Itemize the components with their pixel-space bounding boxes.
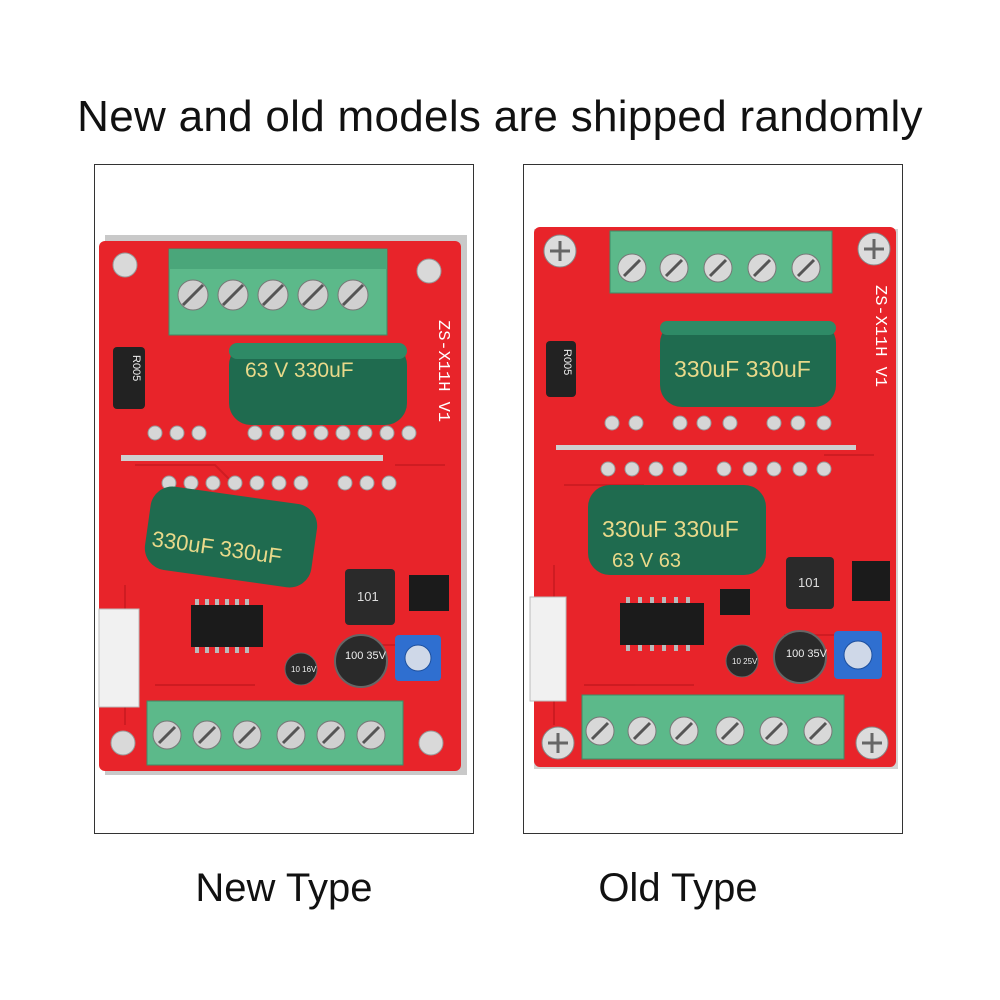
new-mosfet-ic: [409, 575, 449, 611]
old-mosfet-ic: [852, 561, 890, 601]
new-top-terminal-block: [168, 248, 388, 336]
svg-text:100 35V: 100 35V: [786, 648, 828, 660]
old-tiny-capacitor: 10 25V: [725, 644, 759, 678]
svg-text:63 V 63: 63 V 63: [612, 550, 681, 572]
old-bottom-capacitor: 330uF 330uF 63 V 63: [588, 485, 766, 575]
old-bottom-terminal-block: [581, 694, 845, 760]
new-type-caption: New Type: [195, 866, 373, 910]
old-type-photo-frame: ZS-X11H V1 R005 330uF 330uF 330uF 330uF …: [523, 164, 903, 834]
new-small-capacitor: 100 35V: [334, 634, 388, 688]
new-bottom-terminal-block: [146, 700, 404, 766]
old-small-capacitor: 100 35V: [773, 630, 828, 684]
new-inductor: [345, 569, 395, 625]
old-type-board-image: ZS-X11H V1 R005 330uF 330uF 330uF 330uF …: [529, 227, 898, 769]
old-top-capacitor: 330uF 330uF: [660, 321, 836, 407]
new-type-photo-frame: ZS-X11H V1 R005 63 V 330uF 330uF 330uF: [94, 164, 474, 834]
svg-text:101: 101: [357, 589, 379, 604]
new-driver-ic: [191, 605, 263, 647]
old-resistor: [546, 341, 576, 397]
svg-text:R005: R005: [561, 349, 573, 375]
old-driver-ic: [620, 603, 704, 645]
headline: New and old models are shipped randomly: [77, 92, 923, 141]
svg-text:10 16V: 10 16V: [291, 665, 317, 674]
old-top-terminal-block: [609, 230, 833, 294]
old-type-caption: Old Type: [598, 866, 758, 910]
new-tiny-capacitor: 10 16V: [284, 652, 318, 686]
svg-text:330uF 330uF: 330uF 330uF: [602, 516, 739, 542]
new-silkscreen: ZS-X11H V1: [433, 320, 452, 422]
svg-text:63 V 330uF: 63 V 330uF: [245, 359, 354, 382]
new-type-board-image: ZS-X11H V1 R005 63 V 330uF 330uF 330uF: [98, 235, 467, 775]
svg-text:330uF 330uF: 330uF 330uF: [674, 356, 811, 382]
svg-text:R005: R005: [130, 355, 142, 381]
old-silkscreen: ZS-X11H V1: [870, 285, 889, 387]
new-resistor: [113, 347, 145, 409]
new-bottom-capacitor: 330uF 330uF: [144, 486, 318, 588]
old-signal-connector: [529, 596, 567, 702]
svg-text:101: 101: [798, 575, 820, 590]
svg-text:10 25V: 10 25V: [732, 657, 758, 666]
new-top-capacitor: 63 V 330uF: [229, 343, 407, 425]
old-inductor: [786, 557, 834, 609]
old-mounting-screws: [541, 232, 891, 760]
new-signal-connector: [98, 608, 140, 708]
svg-text:100 35V: 100 35V: [345, 650, 387, 662]
